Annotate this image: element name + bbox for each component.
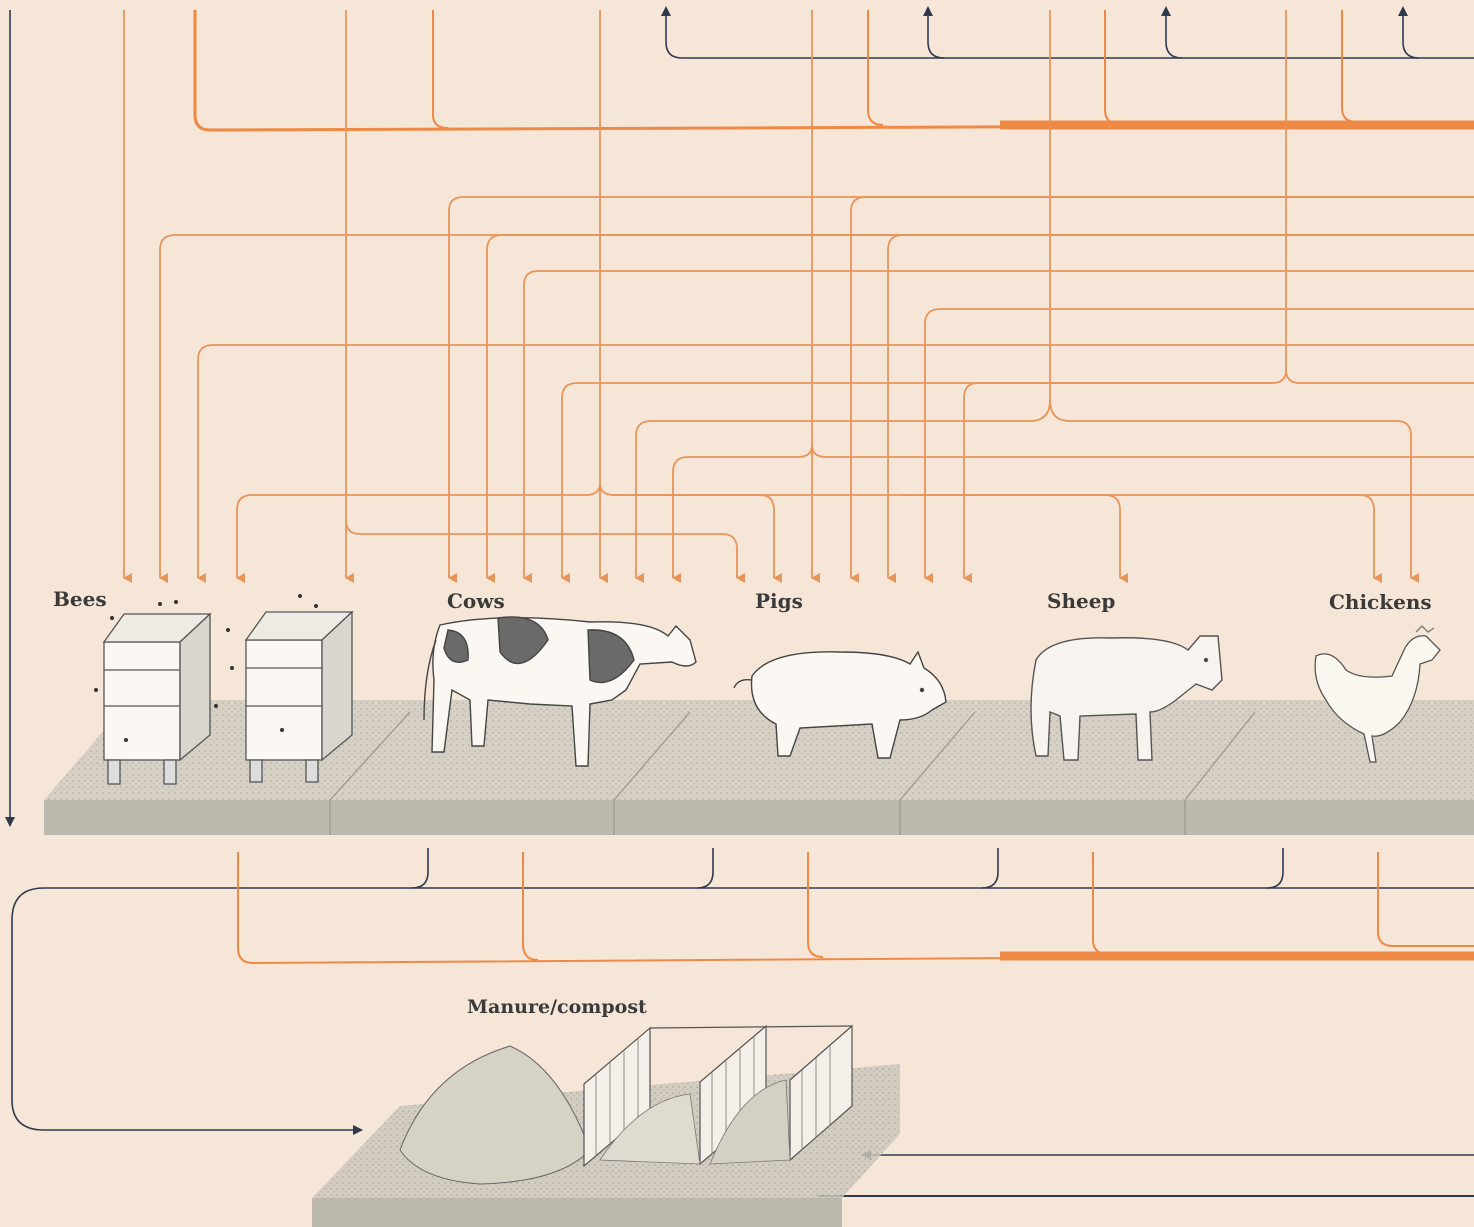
top-return-lines [661,6,1474,59]
label-compost: Manure/compost [467,996,647,1018]
cow-icon [423,616,697,767]
ground-platform [44,700,1474,835]
orange-feed-lines [123,10,1474,583]
beehive-icon [94,594,354,785]
label-pigs: Pigs [755,589,803,613]
bottom-dark-lines [11,848,1474,1197]
sheep-icon [1030,635,1223,761]
top-orange-collector [193,10,1474,132]
label-sheep: Sheep [1047,589,1115,613]
label-chickens: Chickens [1329,590,1432,614]
label-bees: Bees [53,587,107,611]
pig-icon [733,650,947,759]
label-cows: Cows [447,589,505,613]
compost-bins-icon [312,1024,900,1227]
chicken-icon [1314,625,1441,763]
bottom-orange-collector [237,852,1474,965]
